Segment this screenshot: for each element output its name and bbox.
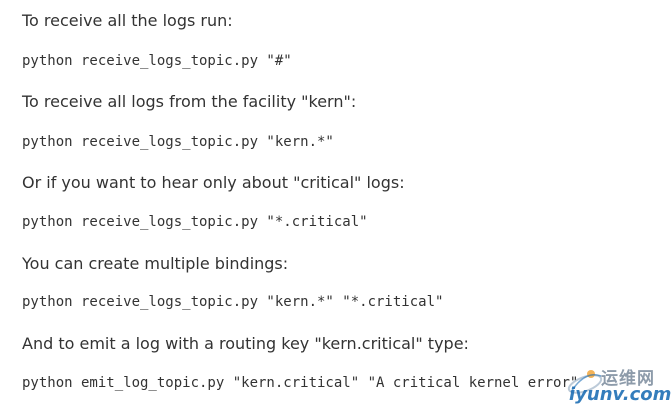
code-command: python receive_logs_topic.py "kern.*" "*… — [22, 294, 444, 310]
code-command: python receive_logs_topic.py "kern.*" — [22, 134, 334, 150]
watermark-site-name: 运维网 — [601, 369, 655, 389]
site-watermark: 运维网 iyunv.com — [565, 360, 672, 406]
instruction-text: Or if you want to hear only about "criti… — [22, 173, 405, 192]
instruction-text: And to emit a log with a routing key "ke… — [22, 334, 469, 353]
code-command: python receive_logs_topic.py "#" — [22, 53, 292, 69]
instruction-text: To receive all logs from the facility "k… — [22, 92, 357, 111]
watermark-site-url: iyunv.com — [569, 384, 672, 405]
globe-logo-icon — [567, 370, 603, 394]
code-command: python emit_log_topic.py "kern.critical"… — [22, 375, 579, 391]
instruction-text: To receive all the logs run: — [22, 11, 233, 30]
instruction-text: You can create multiple bindings: — [22, 254, 289, 273]
code-command: python receive_logs_topic.py "*.critical… — [22, 214, 368, 230]
